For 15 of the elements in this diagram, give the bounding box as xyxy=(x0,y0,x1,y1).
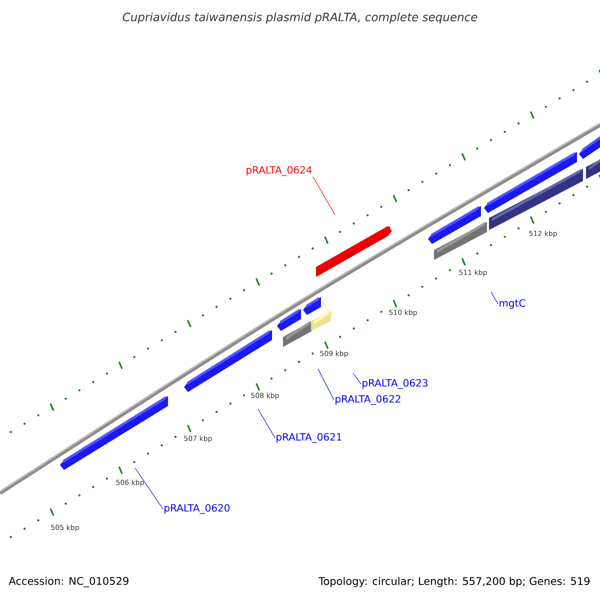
gene-label: pRALTA_0622 xyxy=(336,395,400,405)
footer-text: Topology: circular; Length: 557,200 bp; Genes: 519 xyxy=(318,576,590,588)
leader-line xyxy=(258,408,276,438)
gene-label: pRALTA_0620 xyxy=(164,504,230,514)
title: Cupriavidus taiwanensis plasmid pRALTA, complete sequence xyxy=(122,12,478,24)
gene-label: pRALTA_0621 xyxy=(276,433,342,443)
leader-line xyxy=(312,176,336,216)
leader-line xyxy=(134,468,164,510)
leader-line xyxy=(490,292,498,304)
gene-label: mgtC xyxy=(500,299,526,309)
gene-label: pRALTA_0623 xyxy=(362,379,428,389)
leader-line xyxy=(352,372,362,384)
footer-text: Accession: NC_010529 xyxy=(8,576,128,588)
gene-label: pRALTA_0624 xyxy=(246,166,312,176)
leader-line xyxy=(318,368,334,400)
